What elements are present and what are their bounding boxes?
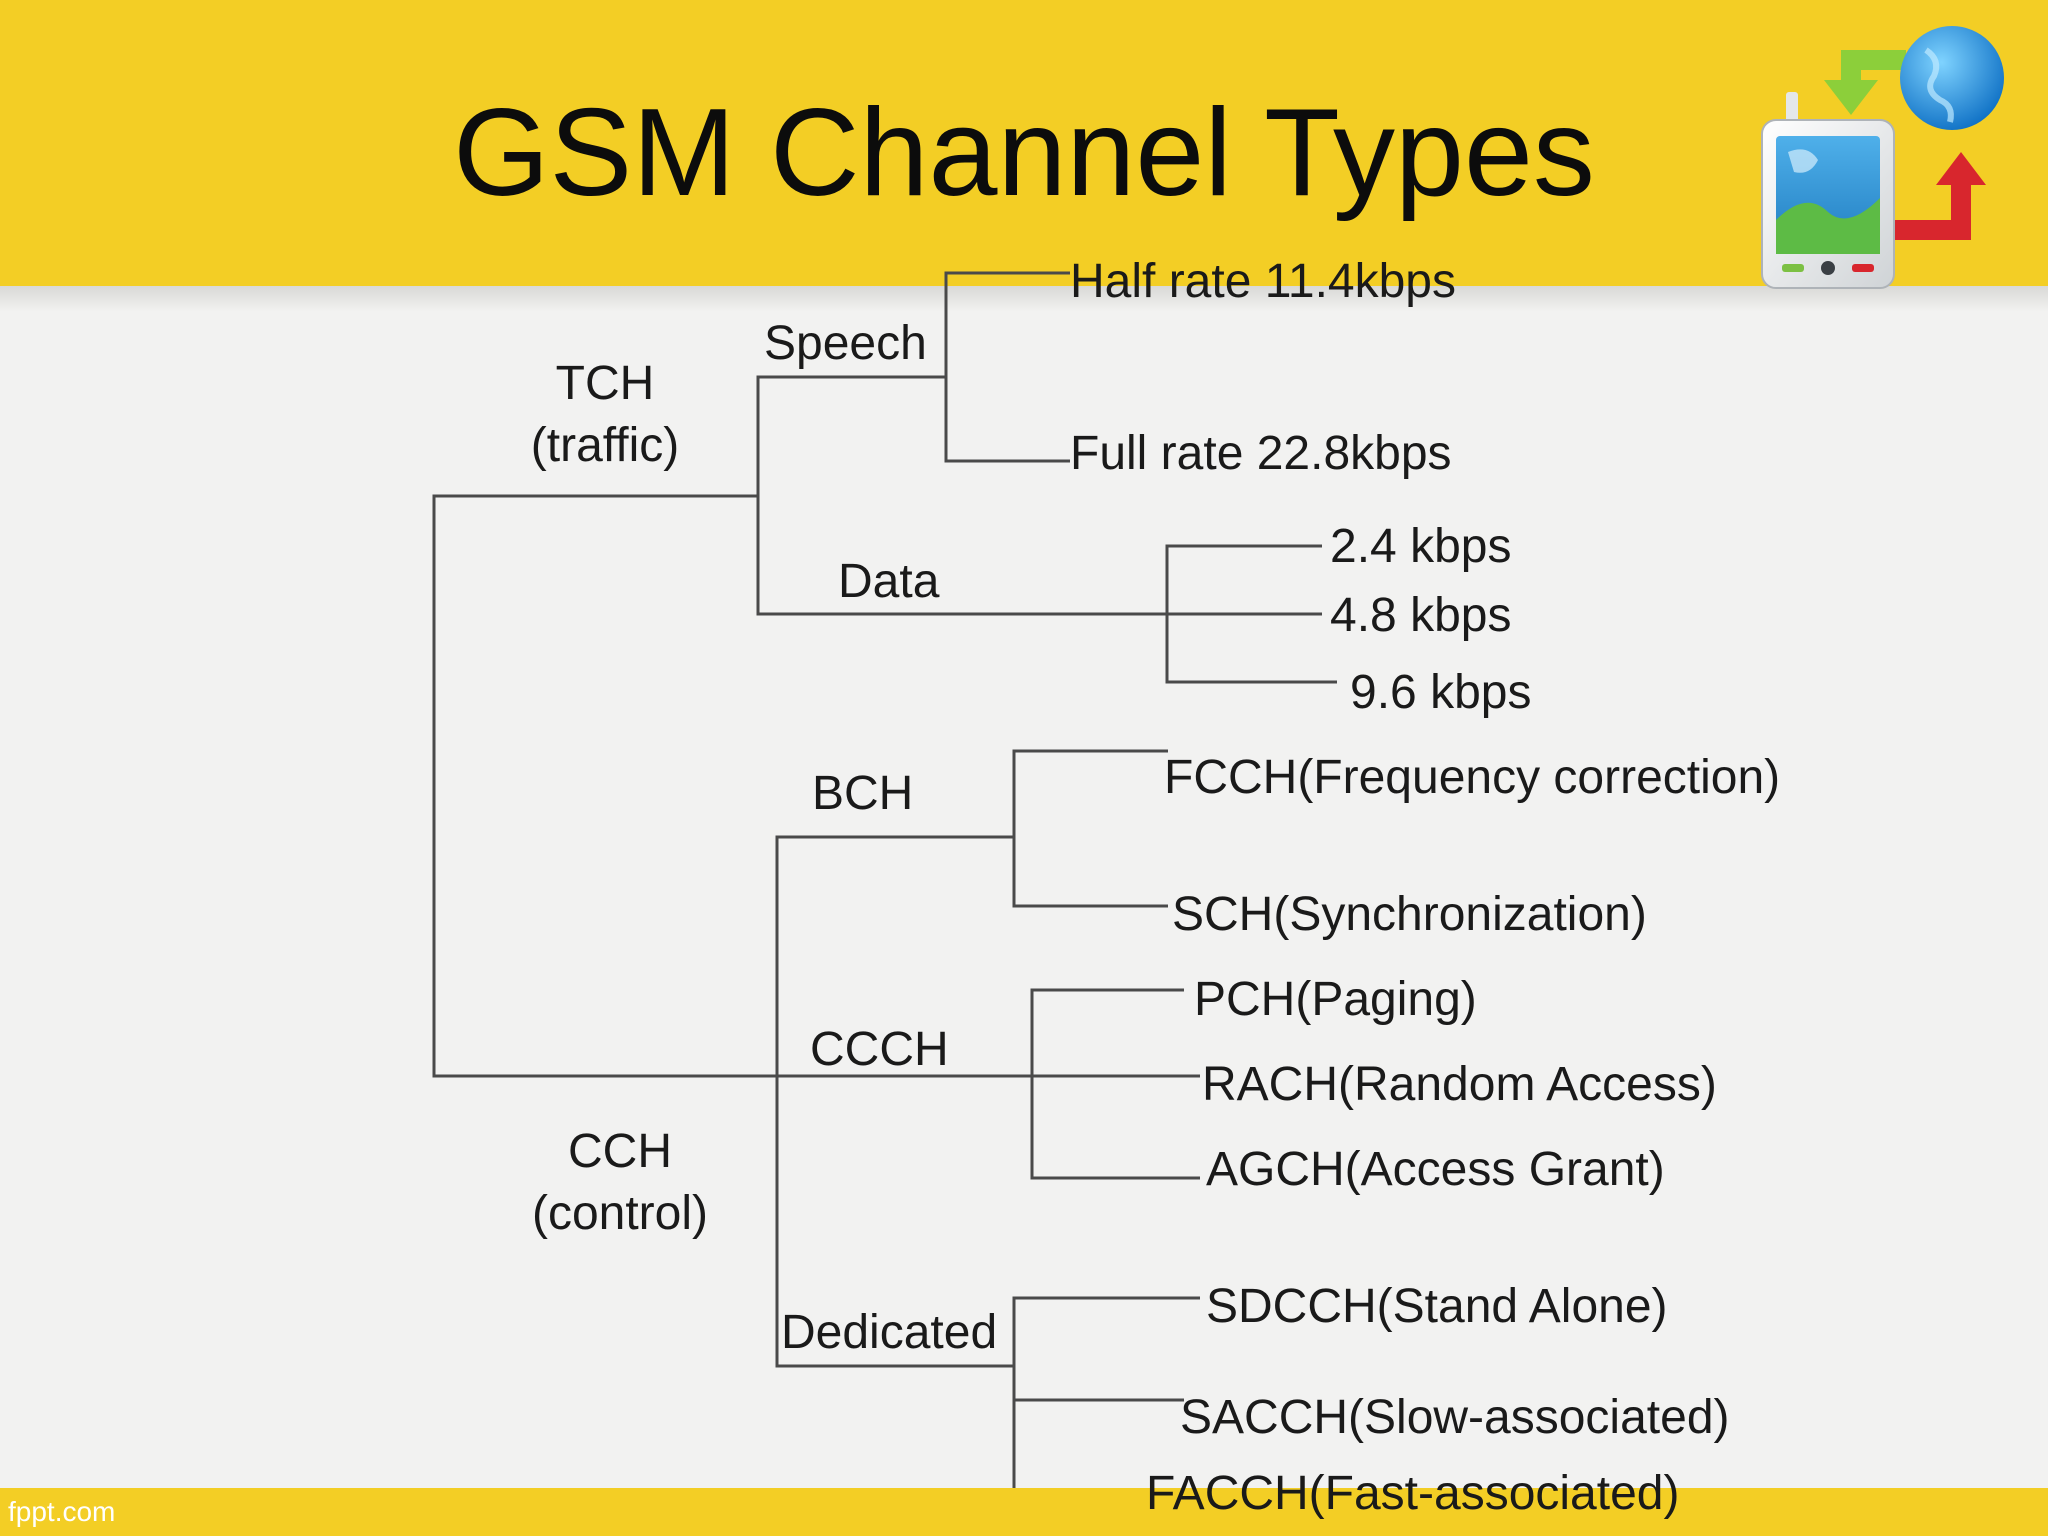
- pch-leaf: PCH(Paging): [1194, 973, 1477, 1026]
- title-banner: [0, 0, 2048, 286]
- footer-brand: fppt.com: [8, 1496, 116, 1527]
- cch-label: CCH (control): [500, 1124, 740, 1242]
- cch-subtitle: (control): [531, 1187, 709, 1240]
- data-bracket-line: [1165, 544, 1337, 684]
- dedicated-label: Dedicated: [781, 1306, 998, 1359]
- cch-bracket-line: [775, 835, 1013, 1368]
- root-bracket-line: [432, 494, 1200, 1078]
- mobile-globe-icon: [1761, 26, 2004, 289]
- banner-shadow: [0, 286, 2048, 312]
- sch-leaf: SCH(Synchronization): [1172, 888, 1647, 941]
- footer-bar: [0, 1488, 2048, 1536]
- full-rate-leaf: Full rate 22.8kbps: [1070, 427, 1452, 480]
- data-rate-leaf: 4.8 kbps: [1330, 589, 1512, 642]
- tch-bracket-line: [756, 375, 1322, 616]
- half-rate-leaf: Half rate 11.4kbps: [1070, 255, 1456, 308]
- speech-label: Speech: [764, 317, 927, 370]
- data-rate-leaf: 9.6 kbps: [1350, 666, 1532, 719]
- tch-subtitle: (traffic): [530, 419, 680, 472]
- fcch-leaf: FCCH(Frequency correction): [1164, 751, 1781, 804]
- ccch-bracket-line: [1030, 988, 1200, 1180]
- speech-bracket-line: [944, 271, 1070, 463]
- tch-label: TCH (traffic): [505, 356, 705, 474]
- agch-leaf: AGCH(Access Grant): [1206, 1143, 1665, 1196]
- data-label: Data: [838, 555, 940, 608]
- tch-name: TCH: [555, 357, 655, 410]
- bch-bracket-line: [1012, 749, 1168, 908]
- cch-name: CCH: [568, 1125, 672, 1178]
- rach-leaf: RACH(Random Access): [1202, 1058, 1717, 1111]
- data-rate-leaf: 2.4 kbps: [1330, 520, 1512, 573]
- sdcch-leaf: SDCCH(Stand Alone): [1206, 1280, 1668, 1333]
- ccch-label: CCCH: [810, 1023, 949, 1076]
- bch-label: BCH: [812, 767, 914, 820]
- slide-title: GSM Channel Types: [453, 84, 1595, 222]
- facch-leaf: FACCH(Fast-associated): [1146, 1467, 1680, 1520]
- sacch-leaf: SACCH(Slow-associated): [1180, 1391, 1730, 1444]
